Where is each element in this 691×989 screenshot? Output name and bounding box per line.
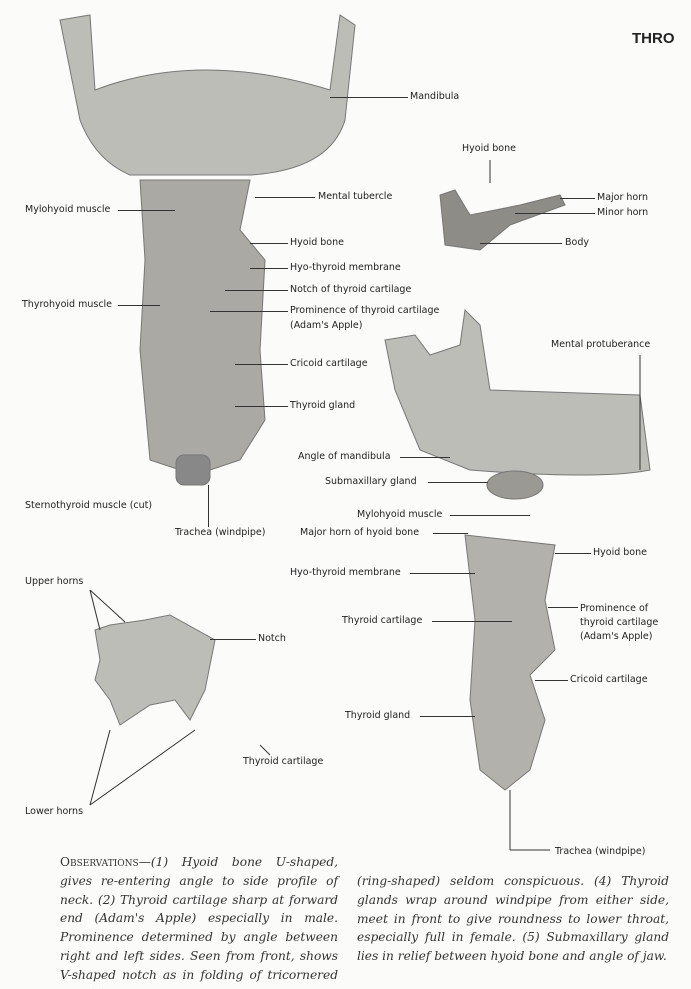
front-mandible: [59, 14, 356, 176]
label-hyoid: Hyoid bone: [290, 237, 344, 248]
leader-line: [330, 97, 408, 98]
label-side-hyo-thyroid: Hyo-thyroid membrane: [290, 567, 401, 578]
leader-line: [548, 607, 578, 608]
label-prom2: thyroid cartilage: [580, 617, 659, 628]
label-notch: Notch of thyroid cartilage: [290, 284, 412, 295]
label-mylohyoid: Mylohyoid muscle: [25, 204, 111, 215]
side-submax-gland: [486, 470, 544, 500]
leader-line: [235, 406, 288, 407]
leader-line: [420, 716, 475, 717]
thyroid-cartilage-drawing: [94, 614, 216, 726]
label-trachea: Trachea (windpipe): [175, 527, 266, 538]
label-hyoid-title: Hyoid bone: [462, 143, 516, 154]
label-cart-notch: Notch: [258, 633, 286, 644]
label-side-cricoid: Cricoid cartilage: [570, 674, 648, 685]
front-larynx: [139, 179, 266, 471]
label-thyrohyoid: Thyrohyoid muscle: [22, 299, 113, 310]
label-lower-horns: Lower horns: [25, 806, 84, 817]
label-cricoid: Cricoid cartilage: [290, 358, 368, 369]
running-header: THRO: [632, 30, 675, 47]
label-side-trachea: Trachea (windpipe): [555, 846, 646, 857]
leader-line: [432, 621, 512, 622]
label-cart-thyroid: Thyroid cartilage: [243, 756, 324, 767]
side-larynx: [464, 534, 556, 791]
leader-line: [250, 268, 288, 269]
leader-line: [433, 533, 468, 534]
observations-left-text: (1) Hyoid bone U-shaped, gives re-enteri…: [60, 855, 338, 989]
label-side-hyoid: Hyoid bone: [593, 547, 647, 558]
hyoid-bone-drawing: [439, 189, 566, 251]
label-side-thyroid-cartilage: Thyroid cartilage: [342, 615, 423, 626]
label-adams-apple: (Adam's Apple): [290, 320, 363, 331]
leader-line: [480, 243, 562, 244]
label-mandibula: Mandibula: [410, 91, 460, 102]
leader-line: [400, 457, 450, 458]
leader-line: [410, 573, 475, 574]
observations-right: (ring-shaped) seldom conspicuous. (4) Th…: [357, 874, 669, 964]
label-prom3: (Adam's Apple): [580, 631, 653, 642]
label-upper-horns: Upper horns: [25, 576, 84, 587]
label-minor-horn: Minor horn: [597, 207, 649, 218]
label-side-thyroid-gland: Thyroid gland: [345, 710, 411, 721]
leader-line: [255, 197, 315, 198]
label-major-horn: Major horn: [597, 192, 648, 203]
leader-line: [118, 210, 175, 211]
label-mental-tubercle: Mental tubercle: [318, 191, 393, 202]
leader-line: [208, 485, 209, 527]
label-prom1: Prominence of: [580, 603, 649, 614]
leader-line: [450, 515, 530, 516]
label-hyo-thyroid: Hyo-thyroid membrane: [290, 262, 401, 273]
leader-line: [235, 364, 288, 365]
label-mental-protuberance: Mental protuberance: [551, 339, 651, 350]
observations-left: Observations—(1) Hyoid bone U-shaped, gi…: [60, 853, 338, 989]
leader-line: [428, 482, 488, 483]
label-sternothyroid: Sternothyroid muscle (cut): [25, 500, 153, 511]
label-side-mylohyoid: Mylohyoid muscle: [357, 509, 443, 520]
leader-line: [560, 198, 595, 199]
leader-line: [210, 311, 288, 312]
label-thyroid-gland: Thyroid gland: [290, 400, 356, 411]
label-submax: Submaxillary gland: [325, 476, 417, 487]
label-body: Body: [565, 237, 589, 248]
leader-line: [555, 553, 591, 554]
leader-line: [118, 305, 160, 306]
leader-line: [535, 680, 568, 681]
observations-heading: Observations—: [60, 855, 151, 869]
leader-line: [515, 213, 595, 214]
front-trachea: [175, 454, 211, 486]
leader-line: [225, 290, 288, 291]
side-mandible: [384, 308, 651, 476]
label-prominence: Prominence of thyroid cartilage: [290, 305, 440, 316]
leader-line: [250, 243, 288, 244]
label-angle: Angle of mandibula: [298, 451, 391, 462]
leader-line: [210, 639, 256, 640]
label-major-horn-hyoid: Major horn of hyoid bone: [300, 527, 420, 538]
